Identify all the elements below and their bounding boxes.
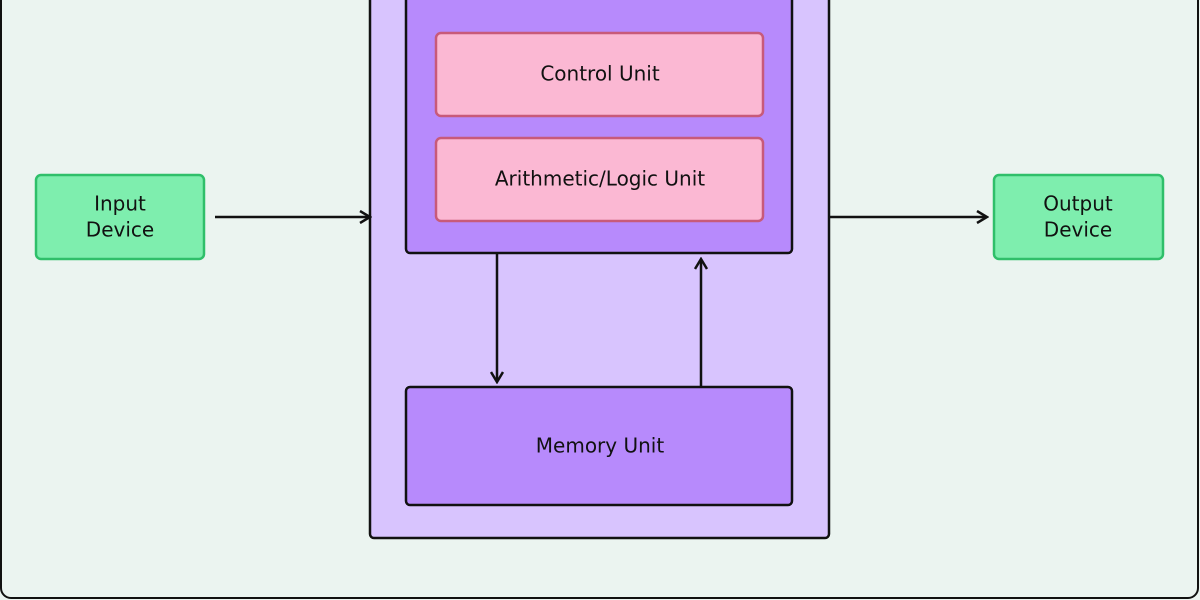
control-unit-label: Control Unit [540,62,660,86]
input-device-label-line1: Input [94,192,146,216]
alu-label: Arithmetic/Logic Unit [495,167,705,191]
output-device-label-line1: Output [1043,192,1113,216]
alu-node: Arithmetic/Logic Unit [434,136,765,223]
control-unit-node: Control Unit [434,31,765,118]
output-device-node: Output Device [992,173,1165,261]
input-device-label-line2: Device [86,218,154,242]
output-device-label-line2: Device [1044,218,1112,242]
memory-unit-label: Memory Unit [536,434,665,458]
input-device-node: Input Device [34,173,206,261]
memory-unit-node: Memory Unit [404,385,794,507]
